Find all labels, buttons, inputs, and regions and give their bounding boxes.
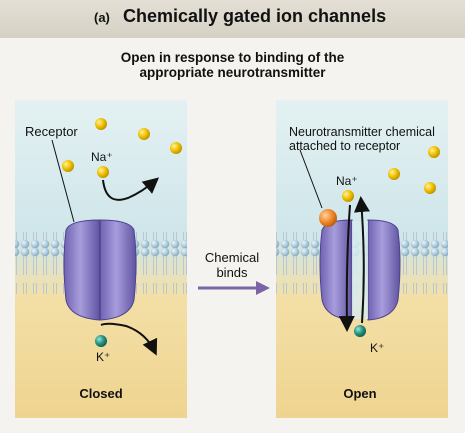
closed-channel-protein bbox=[63, 219, 137, 321]
closed-caption: Closed bbox=[79, 386, 122, 401]
neurotransmitter-molecule bbox=[319, 209, 337, 227]
subtitle-line2: appropriate neurotransmitter bbox=[139, 65, 326, 80]
sodium-ion bbox=[428, 146, 440, 158]
open-caption: Open bbox=[343, 386, 376, 401]
sodium-ion bbox=[170, 142, 182, 154]
potassium-label: K⁺ bbox=[370, 341, 384, 355]
potassium-efflux-arrow bbox=[353, 196, 370, 324]
sodium-label: Na⁺ bbox=[91, 150, 113, 164]
neurotransmitter-label-line1: Neurotransmitter chemical bbox=[289, 125, 435, 139]
potassium-ion bbox=[95, 335, 107, 347]
closed-channel-panel: Receptor Na⁺ K⁺ Closed bbox=[15, 100, 187, 418]
sodium-ion bbox=[424, 182, 436, 194]
potassium-label: K⁺ bbox=[96, 350, 110, 364]
sodium-ion bbox=[97, 166, 109, 178]
neurotransmitter-leader-line bbox=[299, 149, 323, 209]
sodium-ion bbox=[95, 118, 107, 130]
transition-arrow: Chemical binds bbox=[198, 250, 270, 295]
sodium-blocked-arrow bbox=[102, 177, 160, 201]
subtitle-line1: Open in response to binding of the bbox=[120, 50, 345, 65]
chemical-binds-label-line2: binds bbox=[216, 265, 248, 280]
panel-tag: (a) bbox=[94, 10, 110, 25]
receptor-label: Receptor bbox=[25, 124, 78, 139]
figure-title: Chemically gated ion channels bbox=[123, 6, 387, 26]
header-bar: (a) Chemically gated ion channels bbox=[0, 0, 465, 38]
neurotransmitter-label-line2: attached to receptor bbox=[289, 139, 400, 153]
sodium-ion bbox=[62, 160, 74, 172]
sodium-ion bbox=[342, 190, 354, 202]
sodium-label: Na⁺ bbox=[336, 174, 358, 188]
transition-arrow-head bbox=[256, 281, 270, 295]
receptor-leader-line bbox=[51, 139, 75, 223]
chemical-binds-label-line1: Chemical bbox=[205, 250, 259, 265]
sodium-influx-arrow bbox=[338, 204, 355, 332]
sodium-ion bbox=[388, 168, 400, 180]
potassium-ion bbox=[354, 325, 366, 337]
sodium-ion bbox=[138, 128, 150, 140]
potassium-blocked-arrow bbox=[100, 322, 158, 356]
open-channel-protein bbox=[319, 219, 401, 321]
open-channel-panel: Neurotransmitter chemical attached to re… bbox=[276, 100, 448, 418]
